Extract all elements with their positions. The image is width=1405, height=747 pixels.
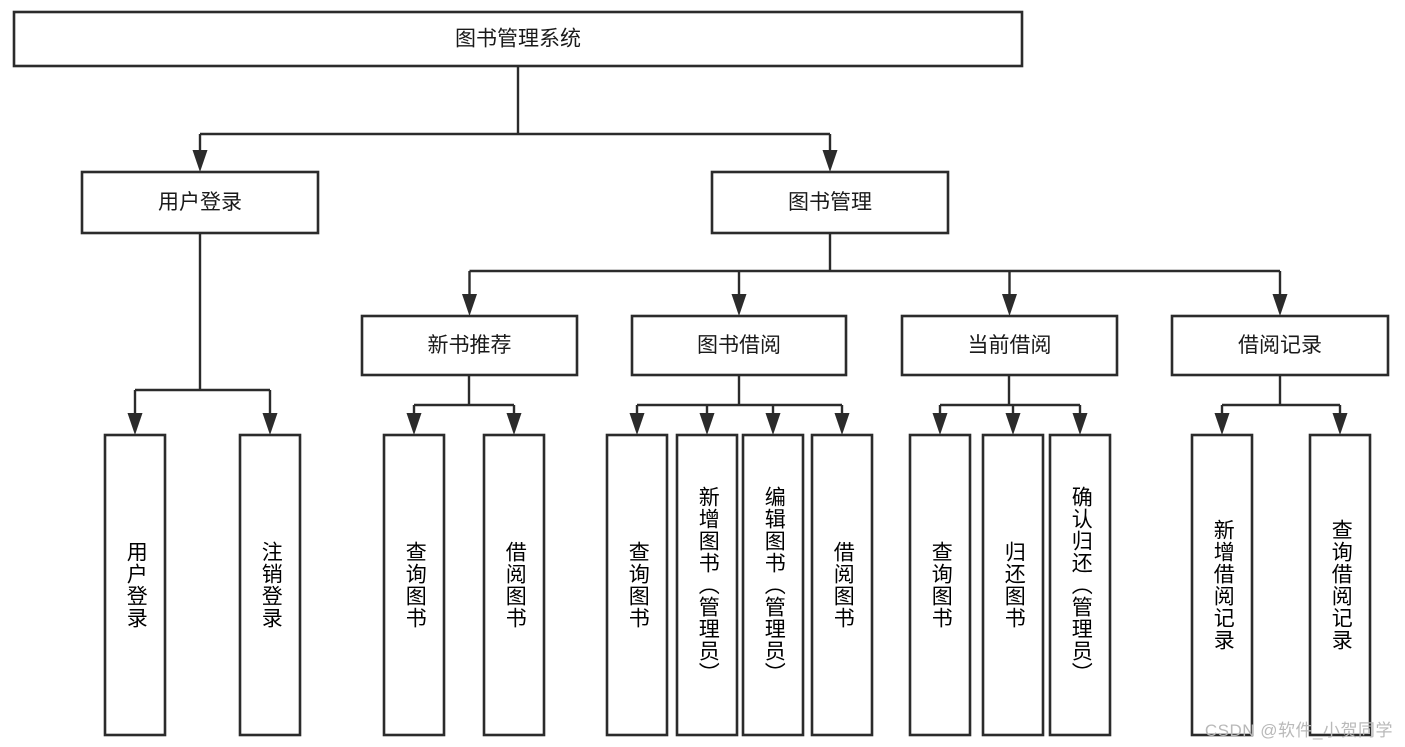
node-box-layer: [12, 10, 1390, 737]
node-label-borrow-record: 借阅记录: [1238, 334, 1322, 357]
node-box-leaf-query-record[interactable]: [1308, 433, 1372, 737]
watermark-text: CSDN @软件_小贺同学: [1204, 721, 1393, 740]
node-box-borrow-record[interactable]: [1170, 314, 1390, 377]
node-box-leaf-query-book-1[interactable]: [382, 433, 446, 737]
node-box-leaf-edit-book[interactable]: [741, 433, 805, 737]
node-box-leaf-return-book[interactable]: [981, 433, 1045, 737]
arrow-head-icon: [629, 413, 645, 435]
arrow-head-icon: [765, 413, 781, 435]
arrow-head-icon: [1332, 413, 1348, 435]
arrow-head-icon: [406, 413, 422, 435]
node-box-book-manage[interactable]: [710, 170, 950, 235]
arrow-head-icon: [192, 150, 208, 172]
arrow-head-icon: [1272, 294, 1288, 316]
arrow-head-icon: [127, 413, 143, 435]
node-label-book-borrow: 图书借阅: [697, 334, 781, 357]
arrow-head-icon: [932, 413, 948, 435]
node-box-current-borrow[interactable]: [900, 314, 1119, 377]
arrow-head-icon: [262, 413, 278, 435]
node-label-user-login: 用户登录: [158, 191, 242, 214]
arrow-head-icon: [1002, 294, 1017, 316]
arrow-head-icon: [462, 294, 477, 316]
node-box-book-borrow[interactable]: [630, 314, 848, 377]
arrow-head-icon: [834, 413, 850, 435]
node-label-book-manage: 图书管理: [788, 191, 872, 214]
node-box-leaf-query-book-3[interactable]: [908, 433, 972, 737]
arrow-head-icon: [822, 150, 838, 172]
node-box-leaf-user-login[interactable]: [103, 433, 167, 737]
arrow-head-icon: [1005, 413, 1021, 435]
node-box-leaf-confirm-return[interactable]: [1048, 433, 1112, 737]
node-box-root[interactable]: [12, 10, 1024, 68]
node-box-leaf-add-book[interactable]: [675, 433, 739, 737]
connector-layer: [127, 66, 1348, 435]
node-label-new-book-recommend: 新书推荐: [428, 334, 512, 357]
arrow-head-icon: [1214, 413, 1230, 435]
arrow-head-icon: [731, 294, 747, 316]
arrow-head-icon: [506, 413, 522, 435]
node-box-leaf-add-record[interactable]: [1190, 433, 1254, 737]
node-box-leaf-borrow-book-2[interactable]: [810, 433, 874, 737]
node-box-new-book-recommend[interactable]: [360, 314, 579, 377]
node-box-leaf-query-book-2[interactable]: [605, 433, 669, 737]
node-box-user-login[interactable]: [80, 170, 320, 235]
node-label-root: 图书管理系统: [455, 28, 581, 51]
node-box-leaf-borrow-book-1[interactable]: [482, 433, 546, 737]
arrow-head-icon: [1072, 413, 1088, 435]
node-box-leaf-user-logout[interactable]: [238, 433, 302, 737]
node-label-current-borrow: 当前借阅: [968, 334, 1052, 357]
arrow-head-icon: [699, 413, 715, 435]
